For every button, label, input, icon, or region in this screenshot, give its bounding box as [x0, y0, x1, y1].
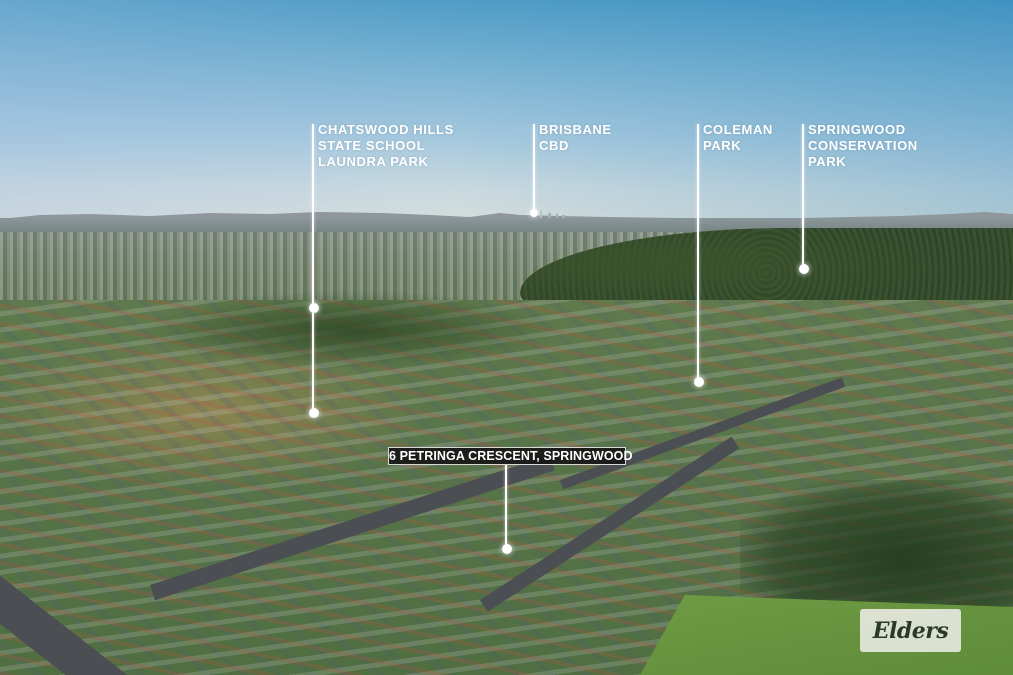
poi-label-line: SPRINGWOOD	[808, 122, 906, 137]
leader-line	[312, 124, 314, 414]
marker-dot	[530, 209, 538, 217]
marker-dot	[799, 264, 809, 274]
marker-dot	[309, 303, 319, 313]
poi-label-line: CONSERVATION	[808, 138, 918, 153]
tree-cluster	[140, 290, 560, 370]
poi-label: CHATSWOOD HILLS STATE SCHOOL LAUNDRA PAR…	[313, 122, 454, 170]
poi-label-line: PARK	[703, 138, 742, 153]
leader-line	[697, 124, 699, 382]
poi-label: BRISBANE CBD	[534, 122, 612, 154]
sky-tint	[0, 0, 1013, 222]
address-tag: 6 PETRINGA CRESCENT, SPRINGWOOD	[388, 447, 633, 465]
marker-dot	[309, 408, 319, 418]
poi-label-line: PARK	[808, 154, 847, 169]
poi-label-line: BRISBANE	[539, 122, 612, 137]
elders-logo: Elders	[860, 609, 961, 652]
poi-label: SPRINGWOOD CONSERVATION PARK	[803, 122, 918, 170]
leader-line	[533, 124, 535, 214]
leader-line	[802, 124, 804, 269]
marker-dot	[502, 544, 512, 554]
sky	[0, 0, 1013, 222]
poi-label-line: CHATSWOOD HILLS	[318, 122, 454, 137]
poi-label-line: STATE SCHOOL	[318, 138, 426, 153]
leader-line	[505, 464, 507, 549]
poi-label-line: LAUNDRA PARK	[318, 154, 429, 169]
marker-dot	[694, 377, 704, 387]
poi-label-line: COLEMAN	[703, 122, 773, 137]
poi-label: COLEMAN PARK	[698, 122, 773, 154]
poi-label-line: CBD	[539, 138, 569, 153]
